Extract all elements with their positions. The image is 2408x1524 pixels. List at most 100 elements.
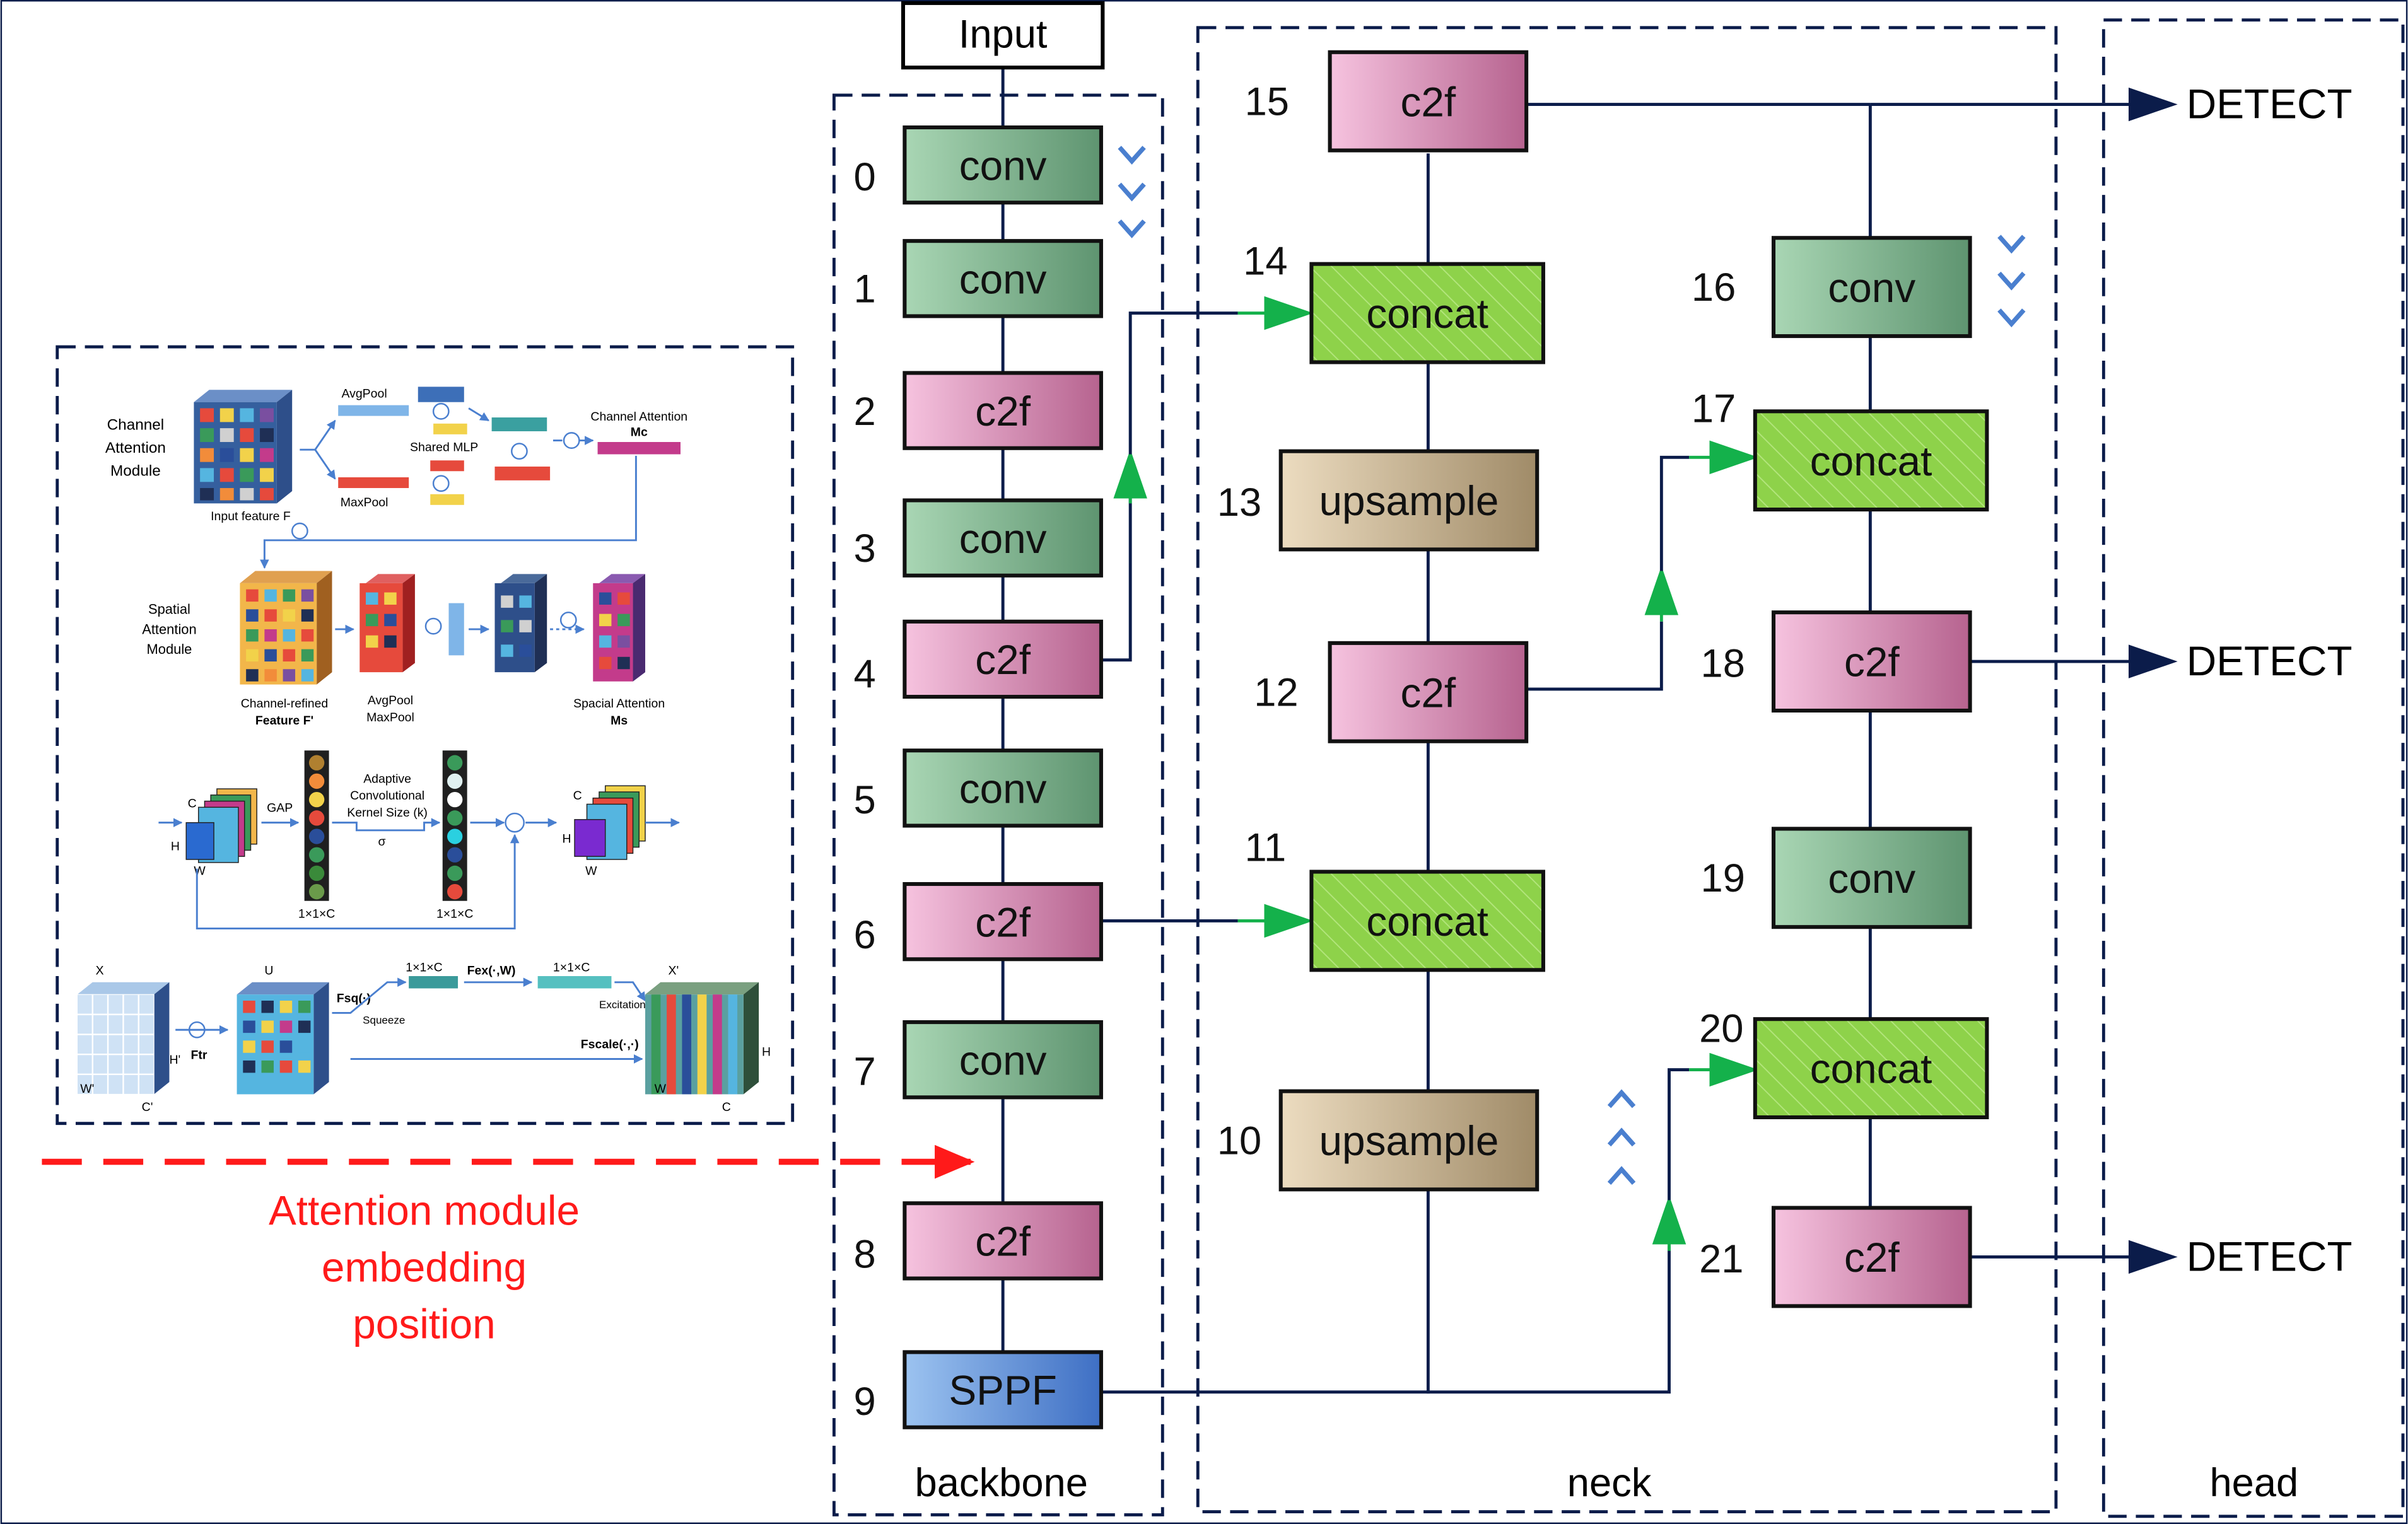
eca-out-w-label: W: [585, 864, 597, 878]
neck-block-10-index: 10: [1217, 1119, 1261, 1163]
neck-block-20-box: [1753, 1017, 1989, 1120]
neck-block-15-label: c2f: [1401, 79, 1456, 125]
neck-block-13-label: upsample: [1319, 478, 1499, 524]
backbone-block-2-label: c2f: [975, 388, 1031, 434]
inset-region: [56, 345, 795, 1126]
ms-label: Ms: [611, 714, 628, 728]
detect-arrows: [1870, 87, 2178, 1274]
eca-output-stack: [574, 785, 646, 860]
adaptive-label-3: Kernel Size (k): [347, 806, 428, 820]
backbone-block-5-label: conv: [959, 766, 1047, 812]
backbone-block-8-label: c2f: [975, 1219, 1031, 1265]
neck-block-13: upsample 13: [1217, 449, 1540, 552]
neck-block-19-box: [1771, 827, 1972, 929]
backbone-block-6-label: c2f: [975, 899, 1031, 945]
mlp-out-bottom: [494, 466, 551, 480]
neck-block-17-box: [1753, 409, 1989, 512]
neck-block-14-index: 14: [1243, 240, 1287, 284]
neck-block-19-index: 19: [1701, 856, 1745, 900]
c-prime-label: C': [142, 1100, 153, 1114]
detect-label-3: DETECT: [2187, 1233, 2352, 1279]
sigmoid-op: [563, 432, 580, 449]
backbone-block-9-label: SPPF: [949, 1368, 1057, 1414]
backbone-block-6-box: [903, 881, 1103, 962]
se-dim2-label: 1×1×C: [553, 961, 590, 975]
eca-multiply-op: [505, 812, 525, 833]
avg-max-label-2: MaxPool: [366, 711, 414, 724]
backbone-block-8-index: 8: [853, 1233, 875, 1277]
se-output-cube: [645, 982, 759, 1095]
neck-block-13-index: 13: [1217, 480, 1261, 525]
conv-op: [424, 617, 442, 635]
neck-block-10: upsample 10: [1217, 1089, 1540, 1192]
out-w-label: W: [655, 1082, 667, 1096]
backbone-block-7-label: conv: [959, 1037, 1047, 1083]
attention-caption-line-1: Attention module: [269, 1187, 580, 1233]
chevron-up-icon: [1607, 1166, 1636, 1185]
green-arrows: [1101, 296, 1759, 1251]
neck-block-15-index: 15: [1245, 80, 1289, 124]
downsample-chevrons: [1118, 146, 2026, 328]
chevron-down-icon: [1118, 182, 1146, 202]
se-squeeze-vector: [409, 976, 459, 989]
neck-block-11-index: 11: [1245, 825, 1287, 870]
feature-f-prime-label: Feature F': [255, 714, 313, 728]
shared-mlp-label: Shared MLP: [410, 441, 478, 455]
mc-label: Mc: [631, 425, 648, 439]
neck-block-16-index: 16: [1692, 265, 1736, 310]
eca-w-label: W: [194, 864, 206, 878]
backbone-block-9: SPPF 9: [853, 1350, 1103, 1429]
backbone-block-4-index: 4: [853, 652, 875, 696]
backbone-block-3-label: conv: [959, 516, 1047, 562]
eca-gap-vector: [304, 750, 329, 901]
spatial-map: [448, 603, 464, 656]
eca-input-stack: [185, 788, 257, 863]
neck-block-10-label: upsample: [1319, 1118, 1499, 1164]
se-input-cube: [76, 982, 170, 1095]
neck-block-20-label: concat: [1810, 1046, 1932, 1092]
backbone-block-0-box: [903, 125, 1103, 205]
channel-attention-vector: [597, 442, 681, 455]
eca-out-h-label: H: [563, 832, 571, 846]
mlp-op-top: [432, 402, 450, 420]
se-excitation-vector: [537, 976, 612, 989]
backbone-block-9-index: 9: [853, 1380, 875, 1424]
eca-h-label: H: [171, 839, 180, 853]
mlp-block-top: [418, 387, 464, 402]
eca-c-label: C: [188, 796, 197, 810]
attention-caption-line-2: embedding: [322, 1244, 527, 1290]
input-block: [901, 1, 1105, 70]
mlp-op-bottom: [432, 475, 450, 492]
detect-label-2: DETECT: [2187, 638, 2352, 684]
neck-block-18-box: [1771, 610, 1972, 713]
neck-block-12-index: 12: [1254, 671, 1298, 715]
neck-block-16-label: conv: [1828, 265, 1915, 311]
neck-label: neck: [1567, 1461, 1652, 1505]
neck-block-17-index: 17: [1692, 387, 1736, 431]
backbone-block-1-index: 1: [853, 267, 875, 311]
backbone-block-4-label: c2f: [975, 637, 1031, 683]
eca-attention-vector: [442, 750, 467, 901]
detect-label-1: DETECT: [2187, 81, 2352, 127]
neck-block-15-box: [1328, 50, 1529, 153]
neck-block-13-box: [1278, 449, 1540, 552]
upsample-chevrons: [1607, 1089, 1636, 1185]
se-row: X W' H' C' Ftr U: [76, 961, 771, 1114]
backbone-block-0-index: 0: [853, 155, 875, 199]
backbone-label: backbone: [915, 1461, 1088, 1505]
chevron-up-icon: [1607, 1127, 1636, 1147]
multiply-op: [291, 522, 308, 540]
backbone-region: [832, 93, 1164, 1516]
excitation-label: Excitation: [599, 999, 646, 1011]
